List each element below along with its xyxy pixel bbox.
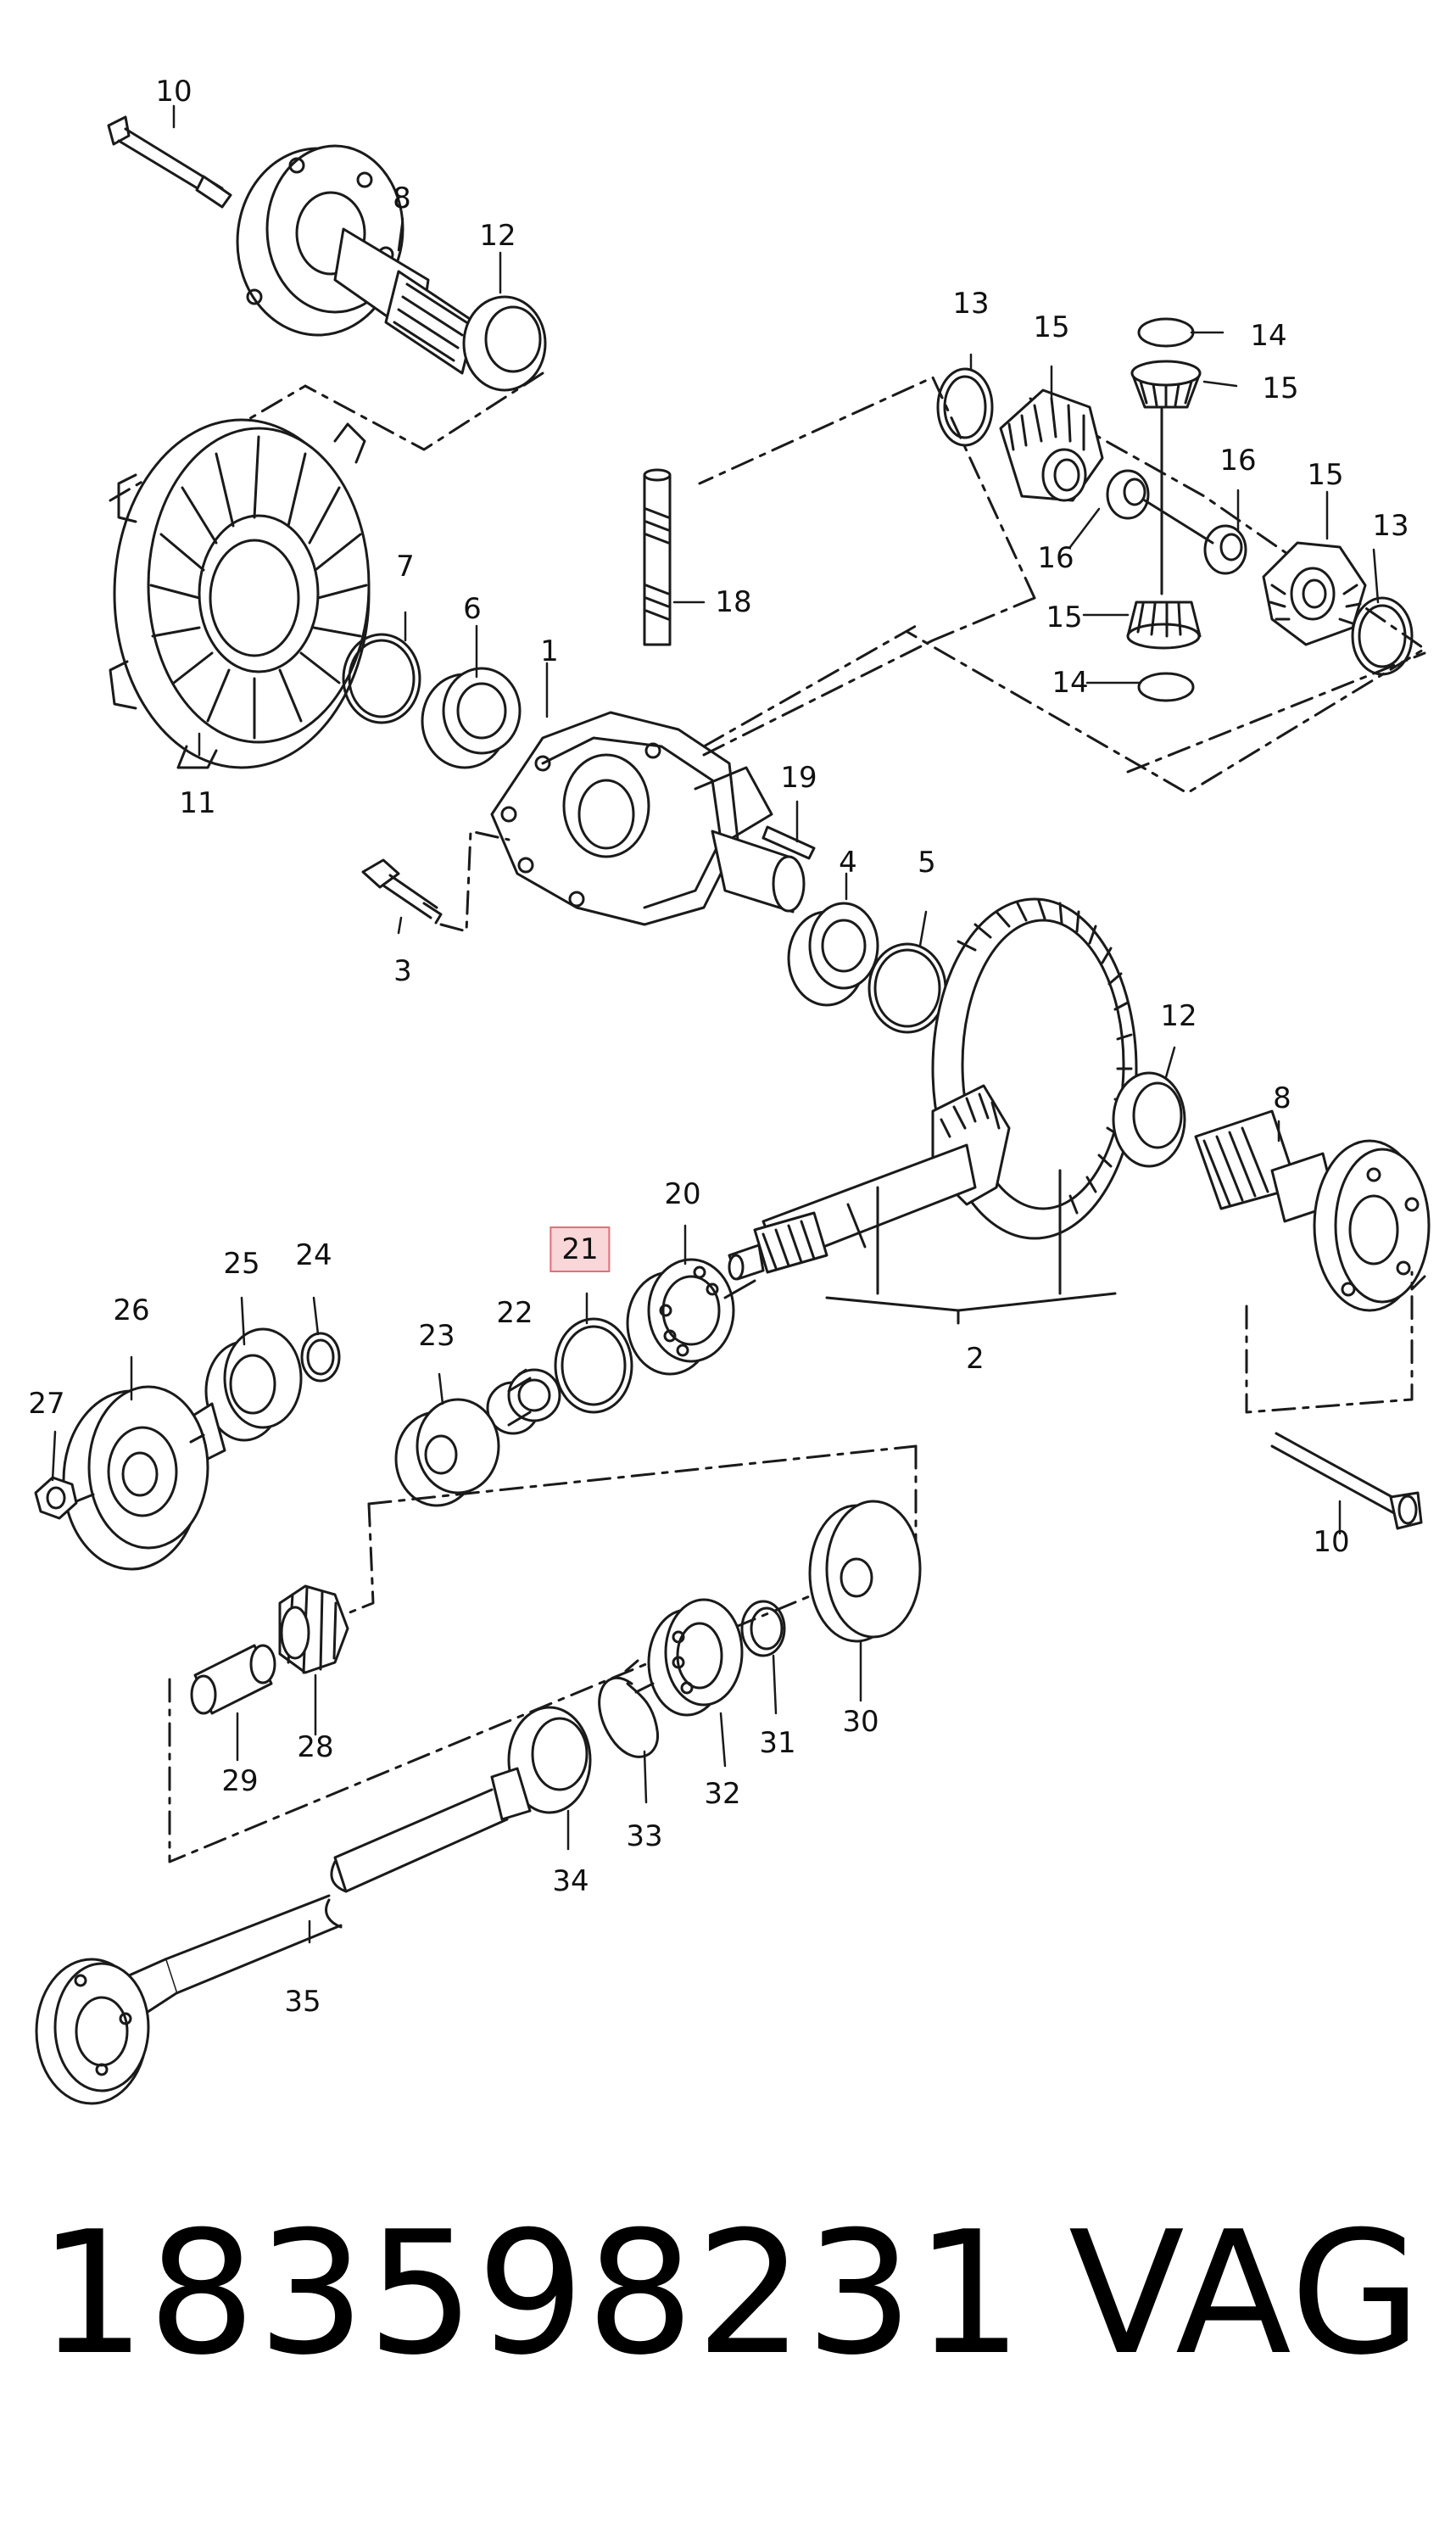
spring-pin-19: [761, 825, 816, 860]
callout-33: 33: [626, 1819, 663, 1853]
bolt-10-right: [1270, 1432, 1423, 1530]
callout-26: 26: [113, 1293, 150, 1327]
callout-21-highlighted: 21: [549, 1226, 611, 1272]
circlip-33: [598, 1659, 660, 1758]
callout-12: 12: [479, 219, 516, 253]
callout-12: 12: [1160, 999, 1197, 1033]
callout-11: 11: [179, 786, 216, 820]
bevel-gear-15-c: [1126, 601, 1202, 650]
seal-12-top: [462, 295, 547, 392]
spacer-22: [486, 1368, 561, 1435]
callout-10: 10: [1313, 1525, 1350, 1559]
callout-27: 27: [28, 1387, 65, 1421]
part-number: 183598231: [38, 2195, 1025, 2393]
drive-pinion-shaft-2: [728, 1084, 1011, 1281]
assembly-line-gears: [698, 376, 1426, 795]
callout-8: 8: [1273, 1081, 1291, 1115]
brand-name: VAG: [1068, 2195, 1424, 2393]
callout-15: 15: [1262, 372, 1299, 405]
thrust-washer-14-b: [1137, 672, 1195, 702]
axis-line-gears: [1143, 405, 1214, 595]
callout-16: 16: [1219, 444, 1257, 478]
callout-28: 28: [297, 1730, 334, 1764]
bearing-4: [787, 902, 879, 1007]
callout-15: 15: [1307, 458, 1344, 492]
bearing-6: [421, 667, 522, 769]
callout-29: 29: [221, 1764, 259, 1798]
drive-flange-8-top: [236, 144, 477, 375]
circlip-31: [740, 1600, 786, 1657]
bevel-gear-15-a: [999, 388, 1104, 502]
bevel-pinion-15-b: [1130, 360, 1202, 409]
axis-line-20: [723, 1279, 756, 1299]
shim-ring-5: [867, 942, 947, 1034]
flange-26: [62, 1385, 226, 1571]
callout-32: 32: [704, 1777, 741, 1811]
callout-23: 23: [418, 1319, 455, 1353]
shim-13-a: [936, 367, 994, 447]
callout-25: 25: [223, 1247, 260, 1281]
bushing-16-a: [1106, 469, 1150, 520]
callout-15: 15: [1033, 310, 1070, 344]
callout-5: 5: [918, 846, 936, 880]
pin-18: [643, 468, 672, 646]
seal-12-right: [1112, 1071, 1186, 1168]
callout-2: 2: [966, 1342, 985, 1376]
ring-24: [300, 1332, 341, 1383]
bearing-20: [626, 1258, 735, 1376]
sleeve-29: [190, 1644, 276, 1715]
thrust-washer-14-a: [1137, 317, 1195, 348]
bearing-25: [204, 1327, 303, 1442]
callout-24: 24: [295, 1238, 332, 1272]
bearing-23: [394, 1398, 500, 1507]
o-ring-7: [342, 633, 421, 724]
callout-4: 4: [839, 846, 857, 880]
assembly-line-right: [1245, 1271, 1426, 1414]
leader-lines: [51, 104, 1380, 1944]
callout-15: 15: [1046, 601, 1083, 634]
drive-flange-8-right: [1194, 1109, 1431, 1312]
bearing-32: [647, 1598, 744, 1717]
differential-housing-1: [490, 711, 806, 926]
shim-13-b: [1351, 596, 1414, 676]
assembly-line-bolt3: [439, 830, 510, 933]
seal-34: [507, 1706, 592, 1814]
housing-cover-11: [109, 418, 371, 769]
callout-7: 7: [396, 550, 415, 584]
bushing-16-b: [1203, 524, 1247, 575]
callout-30: 30: [842, 1705, 879, 1739]
thrust-plate-30: [808, 1500, 922, 1643]
callout-1: 1: [540, 634, 559, 668]
callout-31: 31: [759, 1726, 796, 1760]
callout-14: 14: [1250, 319, 1287, 353]
assembly-line-top: [109, 372, 544, 502]
callout-3: 3: [393, 954, 412, 988]
callout-8: 8: [393, 182, 411, 215]
callout-20: 20: [664, 1177, 701, 1211]
bolt-10-top: [107, 115, 232, 209]
callout-35: 35: [284, 1985, 321, 2019]
callout-13: 13: [952, 287, 990, 321]
bracket-lower-left: [367, 1444, 918, 1506]
o-ring-21: [554, 1317, 633, 1414]
gear-28: [278, 1584, 349, 1674]
shaft-35: [35, 1767, 532, 2105]
callout-18: 18: [715, 585, 752, 619]
callout-10: 10: [155, 75, 192, 109]
callout-13: 13: [1372, 509, 1409, 543]
bevel-gear-15-d: [1262, 541, 1367, 646]
callout-22: 22: [496, 1296, 533, 1330]
group-bracket-2: [825, 1169, 1117, 1325]
callout-34: 34: [552, 1864, 589, 1898]
bolt-3: [361, 858, 443, 925]
callout-16: 16: [1037, 541, 1074, 575]
callout-6: 6: [463, 592, 482, 626]
axis-line-middle: [75, 1433, 205, 1503]
callout-19: 19: [780, 761, 817, 795]
callout-14: 14: [1052, 666, 1089, 700]
